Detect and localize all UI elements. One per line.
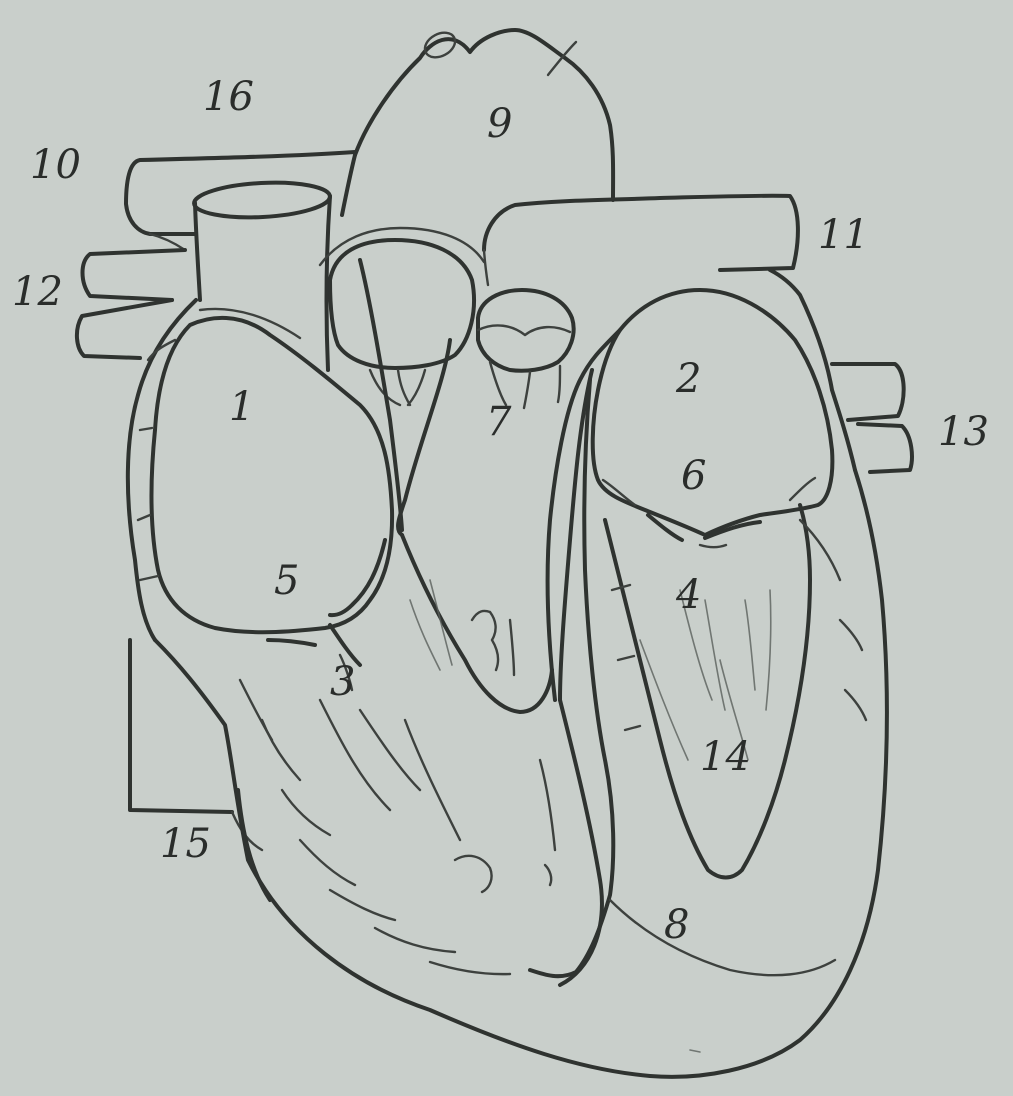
label-10: 10 [30,142,81,188]
label-3: 3 [330,659,355,705]
label-14: 14 [700,734,751,780]
apex-wall [560,700,835,1052]
label-6: 6 [681,453,706,499]
right-pulmonary-veins [77,250,185,358]
label-16: 16 [203,74,254,120]
label-15: 15 [160,821,211,867]
pulmonary-valve [320,228,484,405]
label-8: 8 [664,902,689,948]
left-atrium [593,290,833,535]
label-12: 12 [12,269,63,315]
label-5: 5 [274,558,299,604]
label-7: 7 [486,399,512,445]
label-9: 9 [487,101,512,147]
label-13: 13 [938,409,989,455]
aorta [342,28,613,215]
left-pulmonary-artery [484,196,798,285]
left-pulmonary-veins [832,364,912,472]
left-ventricle [605,505,866,878]
label-2: 2 [675,356,701,402]
right-pulmonary-artery [126,152,355,250]
label-1: 1 [229,384,254,430]
label-4: 4 [675,572,701,618]
labels: 1 2 3 4 5 6 7 8 9 10 11 12 13 14 15 16 [12,74,989,948]
superior-vena-cava [193,179,331,370]
aortic-valve [478,290,574,408]
label-11: 11 [818,212,869,258]
